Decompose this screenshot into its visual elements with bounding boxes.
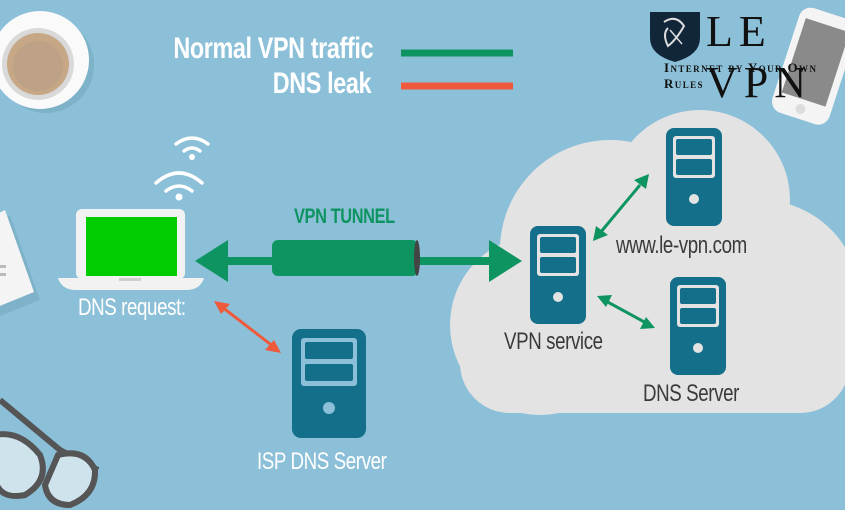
le-vpn-logo-icon bbox=[650, 12, 700, 62]
legend-label-leak: DNS leak bbox=[272, 67, 372, 100]
tunnel-label: VPN TUNNEL bbox=[294, 205, 395, 228]
dns-server-icon bbox=[670, 277, 726, 375]
legend-label-vpn: Normal VPN traffic bbox=[173, 32, 373, 65]
wifi-dot bbox=[189, 154, 195, 160]
glasses-decoration bbox=[0, 397, 100, 509]
website-label: www.le-vpn.com bbox=[616, 232, 747, 259]
vpn-to-website-arrow bbox=[593, 174, 649, 241]
wifi-icon bbox=[154, 136, 210, 193]
isp-dns-server-label: ISP DNS Server bbox=[257, 448, 387, 475]
coffee-cup-decoration bbox=[0, 11, 94, 113]
website-server-icon bbox=[666, 128, 722, 226]
laptop-screen bbox=[86, 217, 177, 276]
phone-decoration bbox=[771, 7, 845, 125]
vpn-service-server-icon bbox=[530, 226, 586, 324]
vpn-to-dns-arrow bbox=[597, 295, 655, 329]
dns-server-label: DNS Server bbox=[643, 380, 739, 407]
dns-leak-arrow bbox=[214, 301, 281, 353]
paper-decoration bbox=[0, 210, 40, 316]
laptop-icon bbox=[58, 209, 204, 290]
tunnel-tube bbox=[272, 240, 418, 276]
isp-dns-server-icon bbox=[292, 329, 366, 438]
brand-tagline: Internet by Your Own Rules bbox=[664, 60, 818, 91]
brand-name: LE VPN bbox=[706, 7, 813, 107]
wifi-dot bbox=[175, 193, 183, 201]
laptop-label: DNS request: bbox=[78, 294, 186, 321]
vpn-service-label: VPN service bbox=[504, 328, 603, 355]
vpn-tunnel-arrow bbox=[195, 240, 522, 282]
